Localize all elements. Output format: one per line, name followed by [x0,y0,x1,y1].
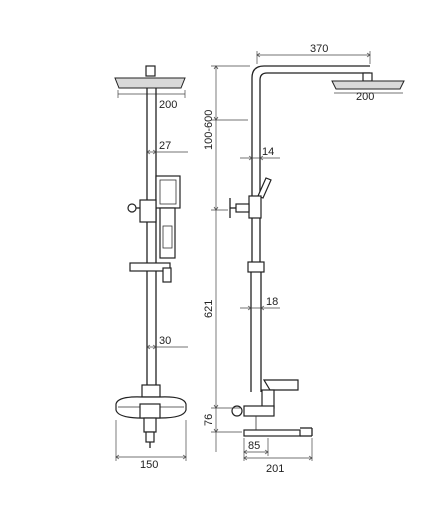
side-head-width-label: 200 [356,91,374,103]
side-vertical-dimension [211,65,250,452]
side-shower-arm [251,65,373,120]
front-hand-shower [127,175,181,259]
side-depth-label: 201 [266,463,284,475]
front-shower-rod [146,88,157,390]
front-mixer-valve [115,384,187,448]
front-upper-rod-label: 27 [159,140,171,152]
side-mixer-valve [231,379,313,437]
side-bar-height-label: 621 [203,300,215,318]
side-height-adjust-label: 100-600 [203,110,215,150]
front-rain-shower-head [114,65,186,98]
front-head-width-label: 200 [159,99,177,111]
front-mixer-width-label: 150 [140,459,158,471]
side-outlet-height-label: 76 [203,414,215,426]
side-hand-shower [229,177,272,219]
side-arm-reach-label: 370 [310,43,328,55]
front-slide-bar [129,262,172,283]
front-view: 200 27 30 [114,65,188,471]
front-lower-rod-label: 30 [159,335,171,347]
side-rain-shower-head [331,80,405,94]
side-upper-pipe-label: 14 [262,146,274,158]
side-slide-bar-clamp [247,261,265,273]
side-view: 370 200 14 [203,43,405,475]
side-lower-pipe [250,272,262,392]
side-lower-pipe-label: 18 [266,296,278,308]
side-spout-offset-label: 85 [248,440,260,452]
side-upper-pipe [251,120,261,262]
